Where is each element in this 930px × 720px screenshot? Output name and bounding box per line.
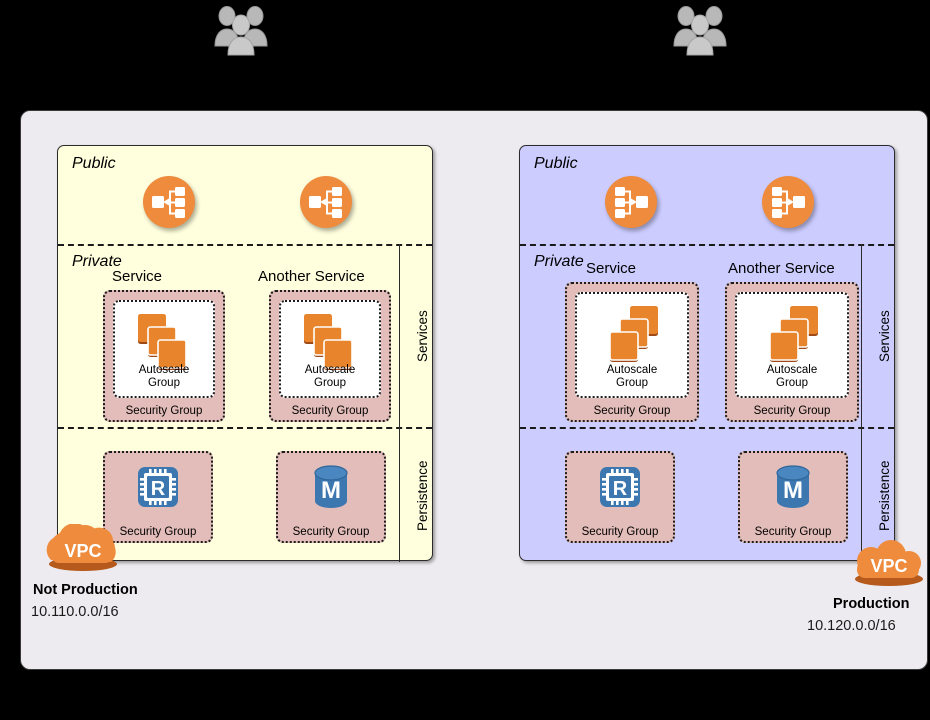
ec2-instances-stack-icon-2	[281, 312, 379, 374]
security-group-label-database: Security Group	[292, 526, 370, 538]
autoscale-group-1: Autoscale Group	[113, 300, 215, 398]
elastic-load-balancer-icon-2[interactable]	[762, 176, 814, 228]
services-tier-label: Services	[415, 310, 430, 362]
elasticache-redis-icon-1: R	[567, 460, 673, 514]
vpc-cloud-icon-not-production: VPC	[41, 523, 125, 572]
tier-label-separator	[861, 244, 862, 562]
autoscale-label-line2: Group	[314, 377, 346, 389]
elastic-load-balancer-icon-1[interactable]	[605, 176, 657, 228]
autoscale-group-2: Autoscale Group	[279, 300, 381, 398]
security-group-cache: R Security Group	[103, 451, 213, 543]
rds-mysql-database-icon-1: M	[740, 460, 846, 514]
security-group-service-1: Autoscale Group Security Group	[103, 290, 225, 422]
security-group-label-cache: Security Group	[581, 526, 659, 538]
autoscale-label-line2: Group	[776, 377, 808, 389]
service-title-2: Another Service	[258, 268, 365, 285]
autoscale-label-line2: Group	[148, 377, 180, 389]
autoscale-group-label-1: Autoscale Group	[577, 364, 687, 390]
svg-text:R: R	[613, 478, 628, 500]
svg-text:M: M	[321, 477, 341, 504]
autoscale-group-2: Autoscale Group	[735, 292, 849, 398]
services-persistence-divider	[58, 427, 432, 429]
security-group-label-1: Security Group	[125, 405, 203, 417]
public-subnet-label: Public	[534, 155, 578, 172]
security-group-label-cache: Security Group	[119, 526, 197, 538]
security-group-database: M Security Group	[738, 451, 848, 543]
vpc-production: Public Private Services Persistence	[519, 145, 895, 562]
autoscale-group-label-2: Autoscale Group	[281, 364, 379, 390]
autoscale-label-line2: Group	[616, 377, 648, 389]
security-group-label-2: Security Group	[753, 405, 831, 417]
persistence-tier-label: Persistence	[415, 460, 430, 532]
ec2-instances-stack-icon-1	[577, 304, 687, 366]
private-subnet-label: Private	[72, 253, 122, 270]
rds-mysql-database-icon-1: M	[278, 460, 384, 514]
elastic-load-balancer-icon-1[interactable]	[143, 176, 195, 228]
autoscale-label-line1: Autoscale	[138, 364, 190, 376]
security-group-service-1: Autoscale Group Security Group	[565, 282, 699, 422]
services-persistence-divider	[520, 427, 894, 429]
aws-region-container: Public Private Services Persistence	[20, 110, 928, 670]
security-group-database: M Security Group	[276, 451, 386, 543]
tier-label-separator	[399, 244, 400, 562]
autoscale-group-1: Autoscale Group	[575, 292, 689, 398]
vpc-name-production: Production	[833, 596, 910, 612]
public-private-divider	[520, 244, 894, 246]
elastic-load-balancer-icon-2[interactable]	[300, 176, 352, 228]
security-group-label-2: Security Group	[291, 405, 369, 417]
vpc-cidr-not-production: 10.110.0.0/16	[31, 604, 119, 620]
ec2-instances-stack-icon-1	[115, 312, 213, 374]
vpc-not-production: Public Private Services Persistence	[57, 145, 433, 562]
service-title-1: Service	[112, 268, 163, 285]
public-subnet-label: Public	[72, 155, 116, 172]
vpc-name-not-production: Not Production	[33, 582, 138, 598]
elasticache-redis-icon-1: R	[105, 460, 211, 514]
autoscale-label-line1: Autoscale	[606, 364, 658, 376]
svg-text:VPC: VPC	[870, 556, 907, 576]
users-group-left	[213, 4, 269, 56]
vpc-cloud-icon-production: VPC	[847, 539, 930, 587]
vpc-cidr-production: 10.120.0.0/16	[807, 618, 896, 634]
svg-text:M: M	[783, 477, 803, 504]
autoscale-label-line1: Autoscale	[304, 364, 356, 376]
autoscale-group-label-1: Autoscale Group	[115, 364, 213, 390]
public-private-divider	[58, 244, 432, 246]
svg-text:R: R	[151, 478, 166, 500]
users-group-right	[672, 4, 728, 56]
security-group-cache: R Security Group	[565, 451, 675, 543]
security-group-label-database: Security Group	[754, 526, 832, 538]
ec2-instances-stack-icon-2	[737, 304, 847, 366]
security-group-service-2: Autoscale Group Security Group	[725, 282, 859, 422]
service-title-1: Service	[586, 260, 637, 277]
services-tier-label: Services	[877, 310, 892, 362]
private-subnet-label: Private	[534, 253, 584, 270]
autoscale-group-label-2: Autoscale Group	[737, 364, 847, 390]
security-group-label-1: Security Group	[593, 405, 671, 417]
svg-text:VPC: VPC	[64, 541, 101, 561]
autoscale-label-line1: Autoscale	[766, 364, 818, 376]
service-title-2: Another Service	[728, 260, 835, 277]
security-group-service-2: Autoscale Group Security Group	[269, 290, 391, 422]
